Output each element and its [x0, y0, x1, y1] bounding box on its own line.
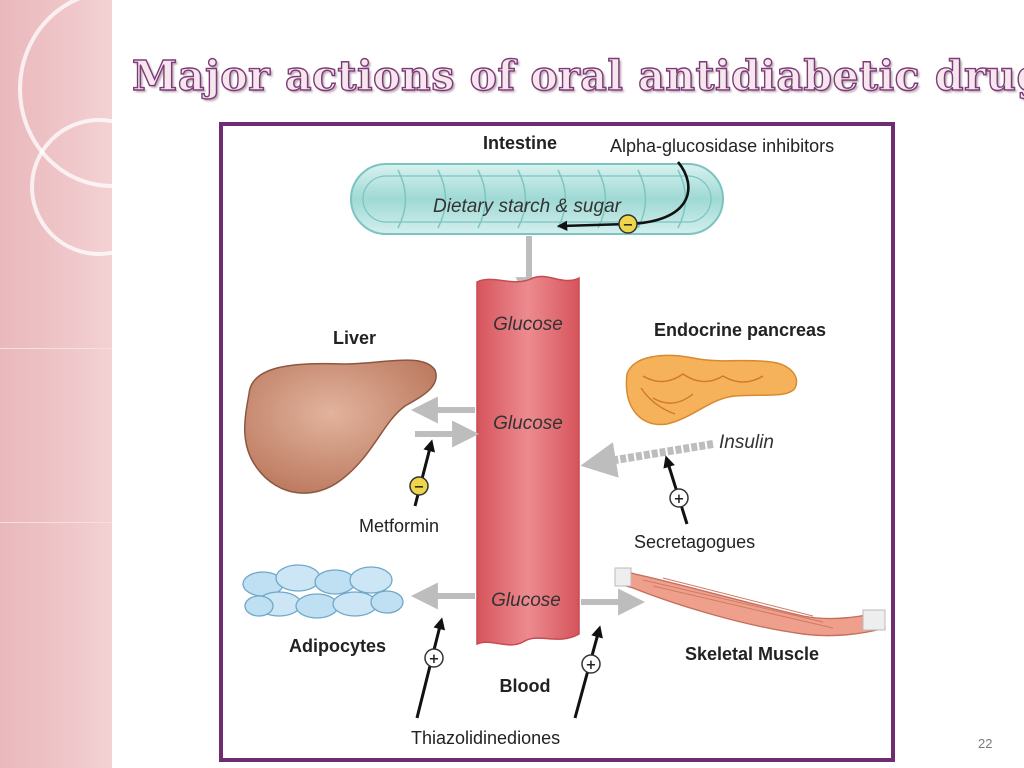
tzd-plus-sign-left: + — [429, 652, 440, 667]
adipocytes-illustration — [242, 564, 404, 619]
thiazolidinediones-label: Thiazolidinediones — [411, 728, 560, 748]
blood-vessel-illustration — [476, 275, 580, 646]
metformin-arrow — [413, 439, 436, 507]
tzd-plus-sign-right: + — [586, 658, 597, 673]
insulin-arrow — [580, 440, 714, 478]
endocrine-pancreas-label: Endocrine pancreas — [654, 320, 826, 340]
tzd-plus-icon-right — [581, 654, 601, 674]
skeletal-muscle-label: Skeletal Muscle — [685, 644, 819, 664]
diagram-frame: Intestine Alpha-glucosidase inhibitors D… — [219, 122, 895, 762]
skeletal-muscle-illustration — [614, 567, 886, 637]
liver-label: Liver — [333, 328, 376, 348]
secretagogues-label: Secretagogues — [634, 532, 755, 552]
glucose-label-middle: Glucose — [493, 413, 563, 434]
glucose-label-bottom: Glucose — [491, 590, 561, 611]
liver-illustration — [244, 359, 437, 494]
blood-label: Blood — [500, 676, 551, 696]
pancreas-illustration — [625, 354, 798, 426]
metformin-minus-icon — [409, 476, 429, 496]
secretagogues-plus-sign: + — [674, 492, 685, 507]
dietary-starch-label: Dietary starch & sugar — [433, 196, 622, 217]
tzd-plus-icon-left — [424, 648, 444, 668]
side-decoration-panel — [0, 0, 112, 768]
metformin-label: Metformin — [359, 516, 439, 536]
adipocytes-label: Adipocytes — [289, 636, 386, 656]
alpha-glucosidase-inhibitors-label: Alpha-glucosidase inhibitors — [610, 136, 834, 156]
intestine-label: Intestine — [483, 133, 557, 153]
alpha-minus-icon — [618, 214, 638, 234]
slide-title: Major actions of oral antidiabetic drugs — [131, 51, 1024, 100]
page-number: 22 — [978, 736, 993, 751]
metformin-minus-sign: − — [414, 480, 425, 495]
tzd-arrow-right — [573, 625, 603, 719]
secretagogues-plus-icon — [669, 488, 689, 508]
glucose-label-top: Glucose — [493, 314, 563, 335]
alpha-minus-sign: − — [623, 218, 634, 233]
drug-action-diagram: Intestine Alpha-glucosidase inhibitors D… — [242, 133, 886, 748]
tzd-arrow-left — [415, 617, 446, 719]
insulin-label: Insulin — [719, 432, 774, 453]
